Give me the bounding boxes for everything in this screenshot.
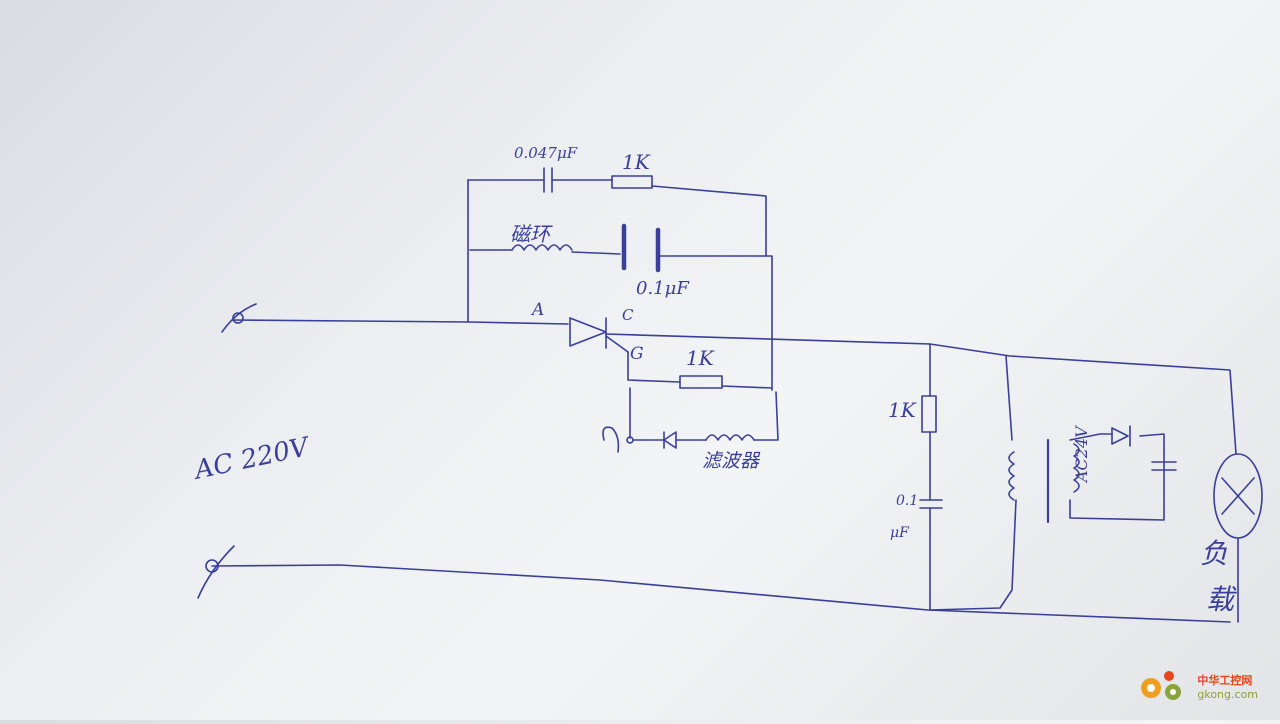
res-right [921,395,937,433]
cap-right [919,499,943,509]
watermark-cn: 中华工控网 [1197,673,1253,687]
lamp-cross [1221,477,1255,515]
wire-coil-cap [571,251,621,255]
watermark: 中华工控网 gkong.com [1135,666,1258,706]
terminal-top [221,303,257,333]
terminal-bottom-circle [205,559,219,573]
wire-res-top-right [651,185,767,257]
label-coil: 磁环 [510,222,550,246]
label-cap-mid: 0.1μF [636,278,689,299]
terminal-top-circle [232,312,244,324]
sec-cap [1151,461,1177,471]
label-res-right: 1K [888,398,916,422]
cap-top [543,167,553,193]
coil-ring [511,244,573,251]
scr-symbol [569,317,607,347]
cap-mid [621,223,661,273]
wire-xfmr-bottom [929,499,1017,611]
sec-diode [1111,425,1131,447]
label-filter: 滤波器 [702,450,760,472]
label-ac24: AC24V [1072,426,1091,482]
label-load-1: 负 [1200,537,1229,570]
label-cap-top: 0.047μF [514,144,578,162]
wire-filter-right [753,391,779,441]
wire-cathode [605,333,1237,455]
label-load-2: 载 [1206,583,1235,616]
label-node-a: A [532,300,545,320]
wire-xfmr-top [1005,355,1013,441]
wire-input-bottom [211,564,1231,623]
watermark-en: gkong.com [1197,687,1258,701]
terminal-bottom [197,545,235,599]
label-node-c: C [622,306,634,324]
xfmr-primary [1008,451,1015,501]
label-node-g: G [630,344,644,364]
wire-input-top [231,319,569,325]
scr-gate [605,335,629,353]
filter-diode [663,431,677,449]
label-cap-right-2: μF [890,525,909,541]
wire-res-gate-right [721,385,773,389]
xfmr-secondary [1073,443,1080,493]
wire-sec-box [1069,433,1165,521]
wire-cap-mid-right [659,255,773,391]
gate-hook [602,426,620,453]
wire-gate-down [627,351,681,383]
label-res-top: 1K [622,150,650,174]
label-cap-right-1: 0.1 [896,493,919,509]
gears-icon [1141,671,1182,700]
res-top [611,175,653,189]
label-res-gate: 1K [686,346,714,370]
filter-coil [705,434,755,441]
gate-terminal [626,436,634,444]
res-gate [679,375,723,389]
